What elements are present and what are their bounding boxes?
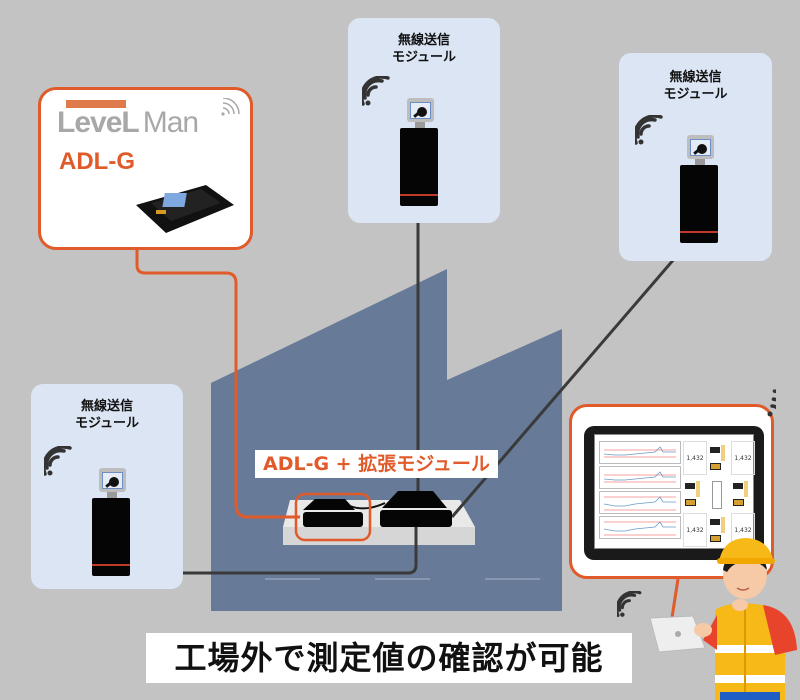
- wifi-signal-icon: [635, 115, 663, 145]
- value-cell: 1,432: [683, 513, 707, 547]
- cable-adl-g: [135, 250, 300, 519]
- module-title: 無線送信 モジュール: [348, 32, 500, 66]
- wifi-signal-icon: [362, 76, 390, 106]
- mini-device-icon: [708, 441, 730, 475]
- wifi-signal-icon: [617, 591, 642, 618]
- level-indicator: [712, 481, 722, 509]
- wifi-signal-icon: [221, 98, 240, 116]
- wireless-module-card: 無線送信 モジュール: [619, 53, 772, 261]
- adl-g-device-photo: [136, 185, 234, 233]
- value-cell: 1,432: [683, 441, 707, 475]
- graph-panel: [599, 441, 681, 464]
- headline-banner: 工場外で測定値の確認が可能: [146, 633, 632, 683]
- graph-panel: [599, 516, 681, 539]
- tablet-device: 1,432 1,432 1,432 1,432: [584, 426, 764, 560]
- wireless-sensor-icon: [88, 468, 138, 583]
- product-name: ADL-G: [59, 148, 135, 175]
- wireless-module-card: 無線送信 モジュール: [31, 384, 183, 589]
- platform-front: [283, 527, 475, 545]
- adl-g-highlight: [294, 492, 372, 542]
- wireless-sensor-icon: [396, 98, 446, 213]
- graph-panel: [599, 491, 681, 514]
- wireless-module-card: 無線送信 モジュール: [348, 18, 500, 223]
- cable-left: [127, 525, 418, 575]
- factory-label: ADL-G + 拡張モジュール: [255, 450, 498, 478]
- brand-left: LeveL: [57, 106, 140, 139]
- value-cell: 1,432: [731, 441, 755, 475]
- expansion-module: [380, 510, 452, 527]
- adl-g-device-top: [303, 499, 355, 510]
- expansion-module-top: [382, 491, 447, 508]
- mini-device-icon: [683, 477, 705, 511]
- wifi-signal-icon: [44, 446, 72, 476]
- mini-device-icon: [731, 477, 753, 511]
- device-link: [349, 502, 386, 510]
- module-title-line1: 無線送信: [397, 33, 450, 48]
- wireless-sensor-icon: [676, 135, 726, 250]
- graph-panel: [599, 466, 681, 489]
- module-title-line2: モジュール: [74, 416, 140, 431]
- mini-device-icon: [708, 513, 730, 547]
- monitoring-screen: 1,432 1,432 1,432 1,432: [594, 434, 755, 549]
- wifi-signal-icon: [767, 389, 776, 417]
- module-title: 無線送信 モジュール: [619, 69, 772, 103]
- module-title-line2: モジュール: [663, 87, 728, 102]
- logo-bar: [66, 100, 126, 108]
- adl-g-device: [303, 512, 363, 527]
- factory-silhouette: [211, 269, 562, 611]
- worker-with-hardhat-icon: [649, 538, 797, 700]
- module-title-line1: 無線送信: [80, 399, 133, 414]
- brand-right: Man: [142, 106, 199, 139]
- module-title: 無線送信 モジュール: [31, 398, 183, 432]
- module-title-line1: 無線送信: [669, 70, 722, 85]
- module-title-line2: モジュール: [391, 50, 457, 65]
- tablet-monitor-card: 1,432 1,432 1,432 1,432: [569, 404, 774, 579]
